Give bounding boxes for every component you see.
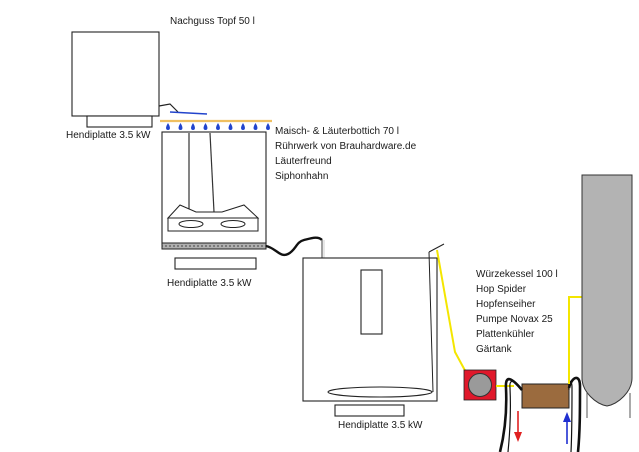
fermenter bbox=[581, 174, 633, 418]
hotplate-middle bbox=[174, 257, 257, 270]
hotplate-bottom bbox=[334, 404, 405, 417]
cooling-hose-in bbox=[567, 376, 582, 452]
spray-drops bbox=[166, 123, 270, 130]
spray-drop bbox=[166, 123, 170, 130]
hop-spider bbox=[360, 269, 383, 335]
mash-tun-line: Maisch- & Läuterbottich 70 l bbox=[275, 126, 399, 137]
hop-strainer bbox=[327, 386, 433, 398]
spray-drop bbox=[178, 123, 183, 130]
mash-tun-line: Rührwerk von Brauhardware.de bbox=[275, 141, 417, 152]
kettle-line: Plattenkühler bbox=[476, 329, 535, 340]
kettle-line: Hop Spider bbox=[476, 284, 527, 295]
hotplate-middle-label: Hendiplatte 3.5 kW bbox=[167, 278, 252, 289]
kettle-line: Hopfenseiher bbox=[476, 299, 536, 310]
kettle-line: Gärtank bbox=[476, 344, 512, 355]
spray-drop bbox=[203, 123, 208, 130]
wort-kettle bbox=[302, 243, 445, 402]
kettle-description: Würzekessel 100 l Hop Spider Hopfenseihe… bbox=[476, 267, 558, 357]
false-bottom bbox=[161, 242, 267, 250]
flow-arrow-up-icon bbox=[563, 412, 571, 444]
mash-tun-line: Siphonhahn bbox=[275, 171, 329, 182]
flow-arrow-down-icon bbox=[514, 411, 522, 442]
pot-label: Nachguss Topf 50 l bbox=[170, 16, 255, 27]
spray-bar bbox=[160, 119, 272, 130]
wort-line-to-pump bbox=[436, 249, 469, 377]
mash-tun-description: Maisch- & Läuterbottich 70 l Rührwerk vo… bbox=[275, 124, 416, 184]
spray-drop bbox=[228, 123, 233, 130]
hotplate-top bbox=[86, 115, 153, 128]
spray-drop bbox=[253, 123, 258, 130]
spray-drop bbox=[266, 123, 270, 130]
mash-tun-line: Läuterfreund bbox=[275, 156, 332, 167]
hotplate-top-label: Hendiplatte 3.5 kW bbox=[66, 130, 151, 141]
plate-chiller-icon bbox=[521, 383, 570, 409]
sparge-pot bbox=[71, 31, 208, 117]
wort-line-to-fermenter bbox=[568, 296, 582, 384]
sparge-outlet-pipe bbox=[158, 103, 179, 113]
spray-drop bbox=[241, 123, 245, 130]
sparge-hose bbox=[169, 111, 208, 115]
transfer-hose bbox=[265, 236, 323, 257]
kettle-line: Pumpe Novax 25 bbox=[476, 314, 553, 325]
mash-tun bbox=[161, 131, 267, 250]
kettle-line: Würzekessel 100 l bbox=[476, 269, 558, 280]
spray-drop bbox=[216, 123, 220, 130]
hotplate-bottom-label: Hendiplatte 3.5 kW bbox=[338, 420, 423, 431]
spray-drop bbox=[191, 123, 195, 130]
pump-icon bbox=[463, 369, 497, 401]
